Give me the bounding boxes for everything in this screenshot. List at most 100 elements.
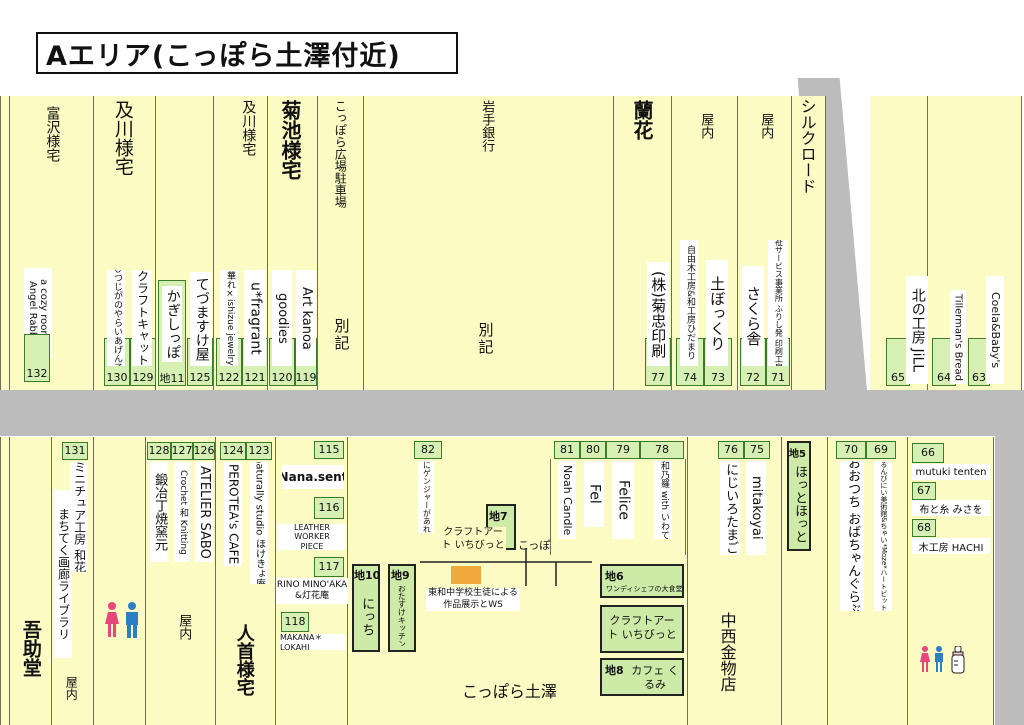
shop-115[interactable]: Nana.sent xyxy=(282,465,344,489)
booth-d9[interactable] xyxy=(388,564,416,652)
shop-68[interactable]: 木工房 HACHI xyxy=(912,538,990,554)
booth-128[interactable]: 128 xyxy=(147,442,171,460)
booth-116[interactable]: 116 xyxy=(314,497,344,519)
shop-123[interactable]: naturally studio ほけきょ庵 xyxy=(250,462,268,584)
shop-75[interactable]: mitakoyai xyxy=(746,461,766,555)
shop-127[interactable]: Crochet 和 Knitting xyxy=(174,462,190,562)
shop-d11[interactable]: かぎしっぽ xyxy=(162,286,182,362)
shop-66[interactable]: mutuki tenten xyxy=(912,464,990,480)
shop-122[interactable]: 華れ×ishizue jewelry xyxy=(220,270,238,366)
shop-d10[interactable]: にっち xyxy=(359,596,375,636)
booth-d5[interactable] xyxy=(787,441,811,551)
shop-117[interactable]: RINO MINO'AKA &灯花庵 xyxy=(276,578,348,604)
shop-69[interactable]: るんびにい美術館&ちゃい*Moze*ハートビット xyxy=(874,461,892,611)
shop-129[interactable]: クラフトキャット xyxy=(132,270,152,366)
booth-70[interactable]: 70 xyxy=(836,441,866,459)
label-bank: 岩手銀行 xyxy=(479,100,495,152)
shop-130[interactable]: ひつじがのやらいあげん子 xyxy=(107,270,125,366)
label-kikuchi: 菊池様宅 xyxy=(278,100,302,180)
shop-124[interactable]: PEROTEA's CAFE xyxy=(224,462,242,566)
shop-64[interactable]: Tillerman's Bread xyxy=(950,290,966,384)
booth-d11[interactable]: 地11 xyxy=(159,372,185,385)
map-title: Aエリア(こっぽら土澤付近) xyxy=(36,32,458,74)
shop-67[interactable]: 布と糸 みさを xyxy=(912,500,990,516)
label-parking: こっぽら広場駐車場 xyxy=(333,100,348,208)
booth-78[interactable]: 78 xyxy=(640,441,684,459)
shop-125[interactable]: てづますけ屋 xyxy=(190,272,212,366)
booth-d6b[interactable] xyxy=(600,605,684,653)
shop-119[interactable]: Art kanoa xyxy=(296,270,316,366)
label-koppora: こっぽら土澤 xyxy=(462,682,557,701)
shop-d6[interactable]: ワンディシェフの大食堂 xyxy=(606,585,683,593)
lot-north-parking xyxy=(318,96,364,390)
booth-118[interactable]: 118 xyxy=(281,612,309,632)
label-silkroad: シルクロード xyxy=(797,98,817,194)
shop-80[interactable]: Fel xyxy=(584,461,604,527)
female-toilet-icon xyxy=(105,602,119,637)
shop-118[interactable]: MAKANA＊LOKAHI xyxy=(280,634,346,650)
shop-73[interactable]: 土ぼっくり xyxy=(706,260,728,366)
shop-72[interactable]: さくら舎 xyxy=(742,266,764,366)
booth-132[interactable]: 132 xyxy=(24,334,50,382)
shop-d9[interactable]: おたすけキッチン xyxy=(397,586,407,646)
shop-116[interactable]: LEATHER WORKER PIECE xyxy=(278,524,346,550)
label-ranka: 蘭花 xyxy=(630,100,654,140)
label-oikawa1: 及川様宅 xyxy=(111,100,134,176)
booth-81[interactable]: 81 xyxy=(554,441,580,459)
shop-71[interactable]: 障害福祉サービス事業所 ふりし発 印刷工房 Ailes xyxy=(768,240,788,366)
shop-65[interactable]: 北の工房 JiLL xyxy=(906,276,928,384)
shop-132-a: a cozy room& xyxy=(38,278,49,348)
shop-126[interactable]: ATELIER SABO xyxy=(195,462,213,562)
male-toilet-icon-east xyxy=(935,646,943,672)
baby-bottle-icon xyxy=(951,646,965,674)
female-toilet-icon-east xyxy=(920,646,930,672)
shop-74[interactable]: 自由木工房&和工房ひだまり xyxy=(680,240,698,366)
shop-78[interactable]: 和乃羅 with いわて xyxy=(654,461,672,539)
booth-63[interactable]: 63 xyxy=(968,338,990,386)
booth-d8[interactable] xyxy=(600,658,684,696)
booth-d10[interactable] xyxy=(352,564,380,652)
shop-82[interactable]: 紙にゲンジャーがあれわ xyxy=(418,461,434,533)
shop-d8[interactable]: カフェ くるみ xyxy=(631,664,679,692)
booth-117[interactable]: 117 xyxy=(314,557,344,577)
shop-76[interactable]: にじいろたまご xyxy=(720,461,740,555)
shop-d5[interactable]: ほっとほっと xyxy=(792,465,807,543)
booth-69[interactable]: 69 xyxy=(866,441,896,459)
shop-128[interactable]: 鍛冶丁焼窯元 xyxy=(150,462,168,562)
booth-76[interactable]: 76 xyxy=(718,441,744,459)
shop-d7[interactable]: クラフトアート いちびっと xyxy=(440,527,506,552)
booth-79[interactable]: 79 xyxy=(606,441,640,459)
booth-68[interactable]: 68 xyxy=(912,519,936,537)
shop-70[interactable]: おおつち おばちゃんぐらぶ xyxy=(840,461,864,611)
shop-79[interactable]: Felice xyxy=(612,461,634,539)
booth-80[interactable]: 80 xyxy=(580,441,606,459)
shop-d6b[interactable]: クラフトアート いちびっと xyxy=(607,614,677,642)
booth-131[interactable]: 131 xyxy=(62,442,88,460)
label-okunai2: 屋内 xyxy=(176,614,192,640)
booth-d5-number: 地5 xyxy=(789,449,806,460)
shop-131-b[interactable]: まちてく画廊ライブラリ xyxy=(54,490,72,658)
booth-d7-number: 地7 xyxy=(489,510,508,523)
booth-124[interactable]: 124 xyxy=(220,442,246,460)
label-exhibit: 東和中学校生徒による 作品展示とWS xyxy=(426,588,520,612)
shop-77[interactable]: (株)菊忠印刷 xyxy=(647,262,669,366)
shop-81[interactable]: Noah Candle xyxy=(558,461,576,539)
lot-north-silk xyxy=(792,96,826,390)
booth-66[interactable]: 66 xyxy=(912,443,944,463)
label-goju: 吾助堂 xyxy=(19,620,42,677)
shop-131-a[interactable]: ミニチュア工房 和花 xyxy=(70,462,88,572)
booth-115[interactable]: 115 xyxy=(314,441,344,459)
shop-121[interactable]: u*fragrant xyxy=(244,270,266,366)
booth-127[interactable]: 127 xyxy=(171,442,193,460)
label-hitokubi: 人首様宅 xyxy=(233,624,255,696)
booth-126[interactable]: 126 xyxy=(193,442,215,460)
main-road xyxy=(0,390,1024,436)
booth-67[interactable]: 67 xyxy=(912,482,936,500)
booth-82[interactable]: 82 xyxy=(414,441,442,459)
booth-75[interactable]: 75 xyxy=(744,441,770,459)
shop-120[interactable]: goodies xyxy=(272,270,292,366)
booth-123[interactable]: 123 xyxy=(246,442,272,460)
shop-63[interactable]: Coela&Baby's xyxy=(986,276,1004,384)
booth-d6[interactable] xyxy=(600,564,684,598)
shop-132-b: Angel Rabbit xyxy=(27,281,38,345)
